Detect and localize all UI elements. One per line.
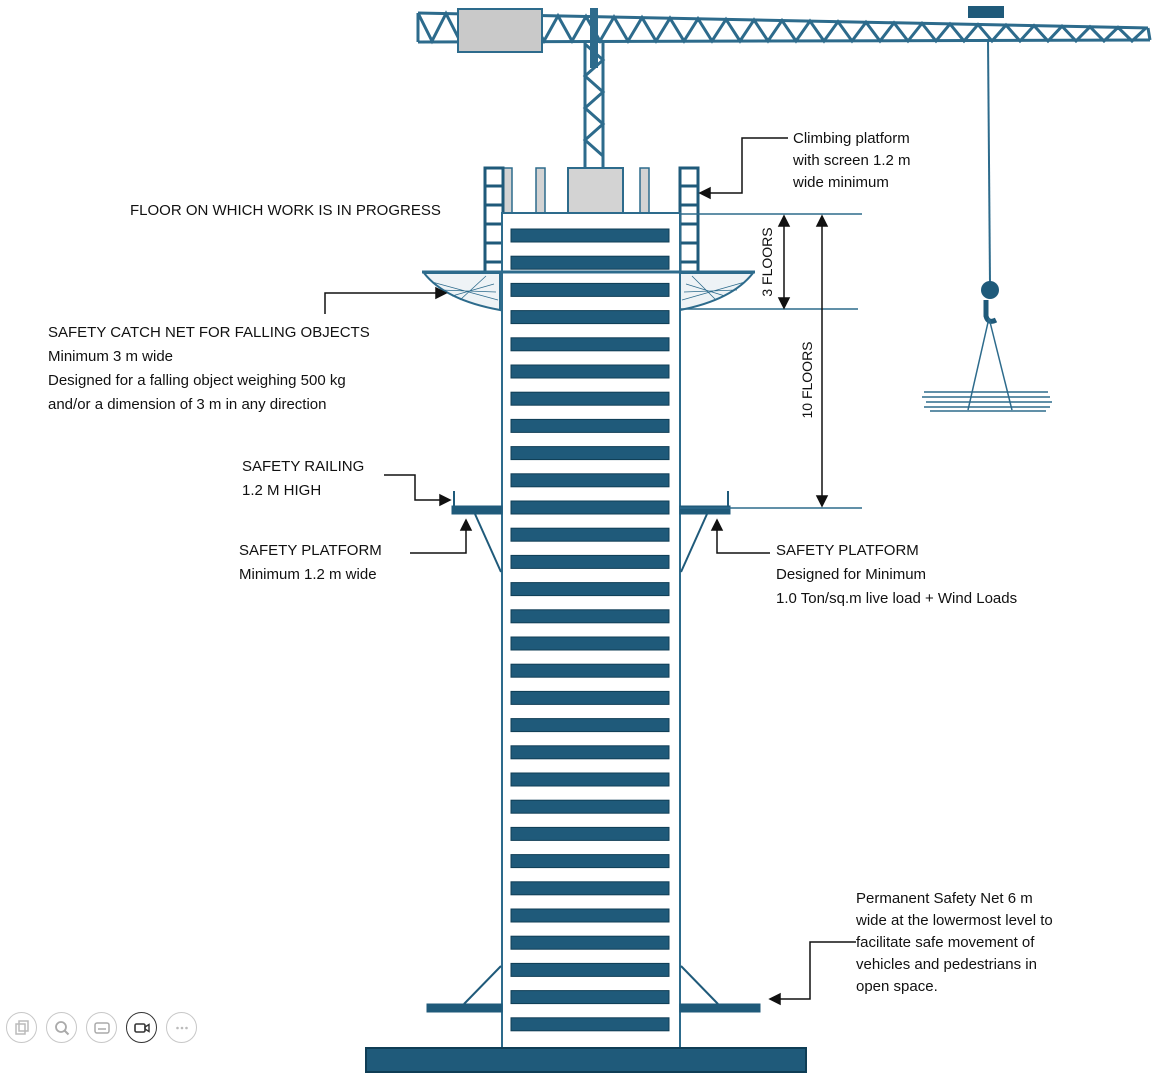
climbing-platform-line-1: Climbing platform: [793, 130, 910, 147]
safety-platform-right-label: SAFETY PLATFORM Designed for Minimum 1.0…: [776, 539, 1017, 611]
video-camera-icon: [133, 1022, 150, 1033]
copy-slide-icon: [14, 1019, 29, 1035]
video-camera-button[interactable]: [126, 1012, 157, 1043]
permanent-safety-net: [426, 965, 761, 1013]
floor-bar: [510, 337, 670, 352]
safety-platform-right-line-1: SAFETY PLATFORM: [776, 542, 919, 559]
floor-bar: [510, 908, 670, 923]
climbing-platform-label: Climbing platform with screen 1.2 m wide…: [793, 128, 911, 194]
floor-bar: [510, 582, 670, 597]
floor-bar: [510, 718, 670, 733]
crane-mast: [582, 42, 606, 168]
floor-bar: [510, 690, 670, 705]
subtitles-button[interactable]: [86, 1012, 117, 1043]
safety-catch-net: [421, 270, 756, 312]
floor-bar: [510, 881, 670, 896]
floor-bar: [510, 935, 670, 950]
floor-bar: [510, 554, 670, 569]
safety-platform-left-line-2: Minimum 1.2 m wide: [239, 566, 377, 583]
slideshow-toolbar: [6, 1012, 197, 1043]
climbing-platform-line-3: wide minimum: [793, 174, 889, 191]
more-options-icon: [175, 1026, 188, 1029]
floor-bar: [510, 310, 670, 325]
subtitles-icon: [93, 1021, 110, 1034]
floor-bar: [510, 1017, 670, 1032]
three-floors-label: 3 FLOORS: [759, 227, 775, 296]
mast-lattice: [582, 42, 606, 158]
dimension-arrows: [777, 214, 829, 508]
floor-bar: [510, 609, 670, 624]
crane-counterweight: [457, 8, 543, 53]
safety-platform-right-line-2: Designed for Minimum: [776, 566, 927, 583]
permanent-net-line-1: Permanent Safety Net 6 m: [856, 890, 1033, 907]
permanent-net-line-5: open space.: [856, 978, 938, 995]
dimension-lines: [680, 213, 862, 509]
floor-bar: [510, 990, 670, 1005]
floor-bar: [510, 826, 670, 841]
catch-net-label: SAFETY CATCH NET FOR FALLING OBJECTS Min…: [48, 321, 370, 417]
catch-net-line-3: Designed for a falling object weighing 5…: [48, 372, 346, 389]
zoom-icon: [54, 1020, 69, 1035]
safety-platform-left-label: SAFETY PLATFORM Minimum 1.2 m wide: [239, 539, 382, 587]
floor-bar: [510, 772, 670, 787]
ten-floors-label: 10 FLOORS: [799, 341, 815, 418]
floor-bar: [510, 446, 670, 461]
floor-bar: [510, 799, 670, 814]
crane-trolley: [968, 6, 1004, 18]
floor-bar: [510, 391, 670, 406]
building-floors: [510, 228, 670, 1032]
permanent-net-line-3: facilitate safe movement of: [856, 934, 1035, 951]
floor-bar: [510, 636, 670, 651]
safety-platform-left-line-1: SAFETY PLATFORM: [239, 542, 382, 559]
safety-railing-line-1: SAFETY RAILING: [242, 458, 365, 475]
floor-bar: [510, 500, 670, 515]
floor-bar: [510, 255, 670, 270]
safety-platform-right-line-3: 1.0 Ton/sq.m live load + Wind Loads: [776, 590, 1018, 607]
crane-peak: [590, 8, 598, 68]
floor-bar: [510, 854, 670, 869]
floor-in-progress-label: FLOOR ON WHICH WORK IS IN PROGRESS: [130, 202, 441, 219]
floor-bar: [510, 745, 670, 760]
safety-platform-mid: [451, 491, 731, 573]
floor-bar: [510, 364, 670, 379]
safety-railing-label: SAFETY RAILING 1.2 M HIGH: [242, 455, 364, 503]
floor-bar: [510, 282, 670, 297]
floor-bar: [510, 473, 670, 488]
permanent-net-label: Permanent Safety Net 6 m wide at the low…: [856, 888, 1053, 998]
permanent-net-line-4: vehicles and pedestrians in: [856, 956, 1037, 973]
floor-bar: [510, 228, 670, 243]
climbing-platform-line-2: with screen 1.2 m: [793, 152, 911, 169]
foundation: [365, 1047, 807, 1073]
catch-net-line-2: Minimum 3 m wide: [48, 348, 174, 365]
floor-bar: [510, 962, 670, 977]
safety-railing-line-2: 1.2 M HIGH: [242, 482, 322, 499]
zoom-button[interactable]: [46, 1012, 77, 1043]
crane-hook: [922, 39, 1052, 412]
climbing-platform: [483, 166, 700, 275]
permanent-net-line-2: wide at the lowermost level to: [856, 912, 1053, 929]
leader-lines: [324, 137, 856, 1006]
copy-slide-button[interactable]: [6, 1012, 37, 1043]
catch-net-line-1: SAFETY CATCH NET FOR FALLING OBJECTS: [48, 324, 370, 341]
floor-bar: [510, 527, 670, 542]
floor-bar: [510, 663, 670, 678]
catch-net-line-4: and/or a dimension of 3 m in any directi…: [48, 396, 327, 413]
floor-bar: [510, 418, 670, 433]
more-options-button[interactable]: [166, 1012, 197, 1043]
